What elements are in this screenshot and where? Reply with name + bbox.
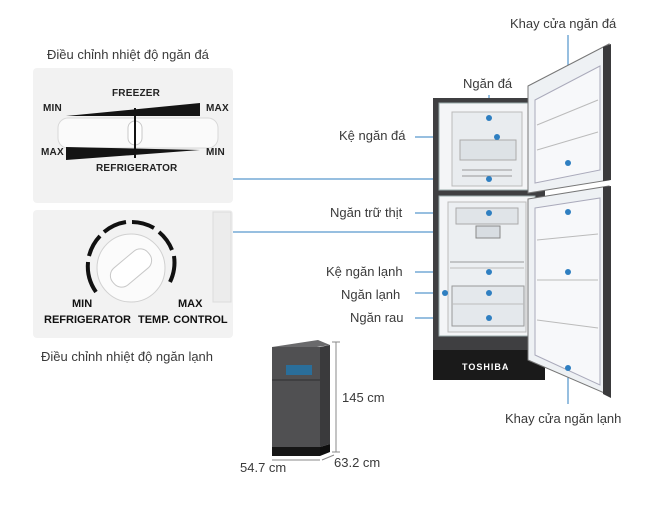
fridge-base bbox=[433, 350, 545, 380]
dial-min-label: MIN bbox=[72, 298, 93, 310]
marker-dots bbox=[442, 115, 571, 371]
dial-temp-control-label: TEMP. CONTROL bbox=[138, 314, 228, 326]
dial-grip bbox=[109, 248, 153, 288]
refrigerator-wedge bbox=[66, 147, 200, 160]
freezer-adjust-label: Điều chỉnh nhiệt độ ngăn đá bbox=[47, 47, 209, 62]
dimension-lines bbox=[272, 341, 340, 461]
width-dimension: 54.7 cm bbox=[240, 460, 287, 475]
depth-dimension: 63.2 cm bbox=[334, 455, 381, 470]
fridge-compartment-label: Ngăn lạnh bbox=[341, 287, 401, 302]
open-fridge bbox=[433, 43, 611, 398]
refrigerator-min-label: MIN bbox=[206, 147, 225, 158]
freezer-wedge bbox=[66, 103, 200, 116]
meat-compartment-label: Ngăn trữ thịt bbox=[330, 205, 403, 220]
freezer-door-tray-label: Khay cửa ngăn đá bbox=[510, 16, 617, 31]
freezer-title: FREEZER bbox=[112, 88, 161, 99]
height-dimension: 145 cm bbox=[342, 390, 385, 405]
dial-max-label: MAX bbox=[178, 298, 203, 310]
refrigerator-max-label: MAX bbox=[41, 147, 64, 158]
freezer-subtitle: REFRIGERATOR bbox=[96, 163, 178, 174]
closed-fridge bbox=[272, 340, 330, 456]
freezer-max-label: MAX bbox=[206, 103, 229, 114]
freezer-min-label: MIN bbox=[43, 103, 62, 114]
freezer-shelf-label: Kệ ngăn đá bbox=[339, 128, 406, 143]
energy-label bbox=[286, 365, 312, 375]
fridge-door-tray-label: Khay cửa ngăn lạnh bbox=[505, 411, 622, 426]
fridge-adjust-label: Điều chỉnh nhiệt độ ngăn lạnh bbox=[41, 349, 214, 364]
vegetable-drawer-label: Ngăn rau bbox=[350, 310, 404, 325]
brand-logo: TOSHIBA bbox=[462, 362, 510, 372]
dial-refrigerator-label: REFRIGERATOR bbox=[44, 314, 131, 326]
fridge-shelf-label: Kệ ngăn lạnh bbox=[326, 264, 403, 279]
freezer-compartment-label: Ngăn đá bbox=[463, 76, 513, 91]
dial-ticks bbox=[85, 220, 177, 294]
